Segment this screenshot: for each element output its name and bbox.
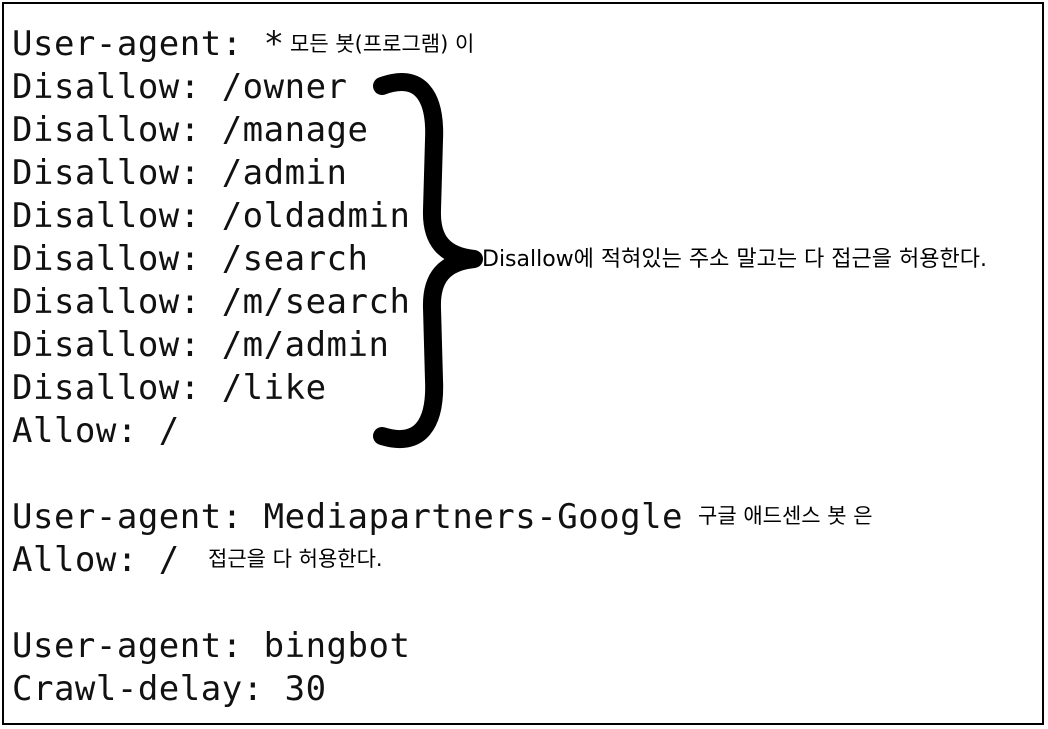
code-line-disallow-search: Disallow: /search — [12, 239, 369, 279]
code-line-disallow-admin: Disallow: /admin — [12, 153, 348, 193]
code-line-disallow-like: Disallow: /like — [12, 368, 327, 408]
annotation-adsense-bot: 구글 애드센스 봇 은 — [698, 504, 873, 528]
code-line-allow-root-mediapartners: Allow: / — [12, 540, 180, 580]
code-line-disallow-m-admin: Disallow: /m/admin — [12, 325, 390, 365]
code-line-disallow-oldadmin: Disallow: /oldadmin — [12, 196, 411, 236]
code-line-disallow-m-search: Disallow: /m/search — [12, 282, 411, 322]
annotation-adsense-allow: 접근을 다 허용한다. — [208, 547, 383, 571]
code-line-disallow-owner: Disallow: /owner — [12, 67, 348, 107]
annotation-all-bots: 모든 봇(프로그램) 이 — [290, 32, 475, 56]
code-line-disallow-manage: Disallow: /manage — [12, 110, 369, 150]
code-line-user-agent-mediapartners: User-agent: Mediapartners-Google — [12, 497, 684, 537]
code-line-allow-root: Allow: / — [12, 411, 180, 451]
code-line-crawl-delay: Crawl-delay: 30 — [12, 669, 327, 709]
code-line-user-agent-all: User-agent: * — [12, 24, 285, 64]
code-line-user-agent-bingbot: User-agent: bingbot — [12, 626, 411, 666]
annotation-disallow-explain: Disallow에 적혀있는 주소 말고는 다 접근을 허용한다. — [482, 247, 987, 272]
